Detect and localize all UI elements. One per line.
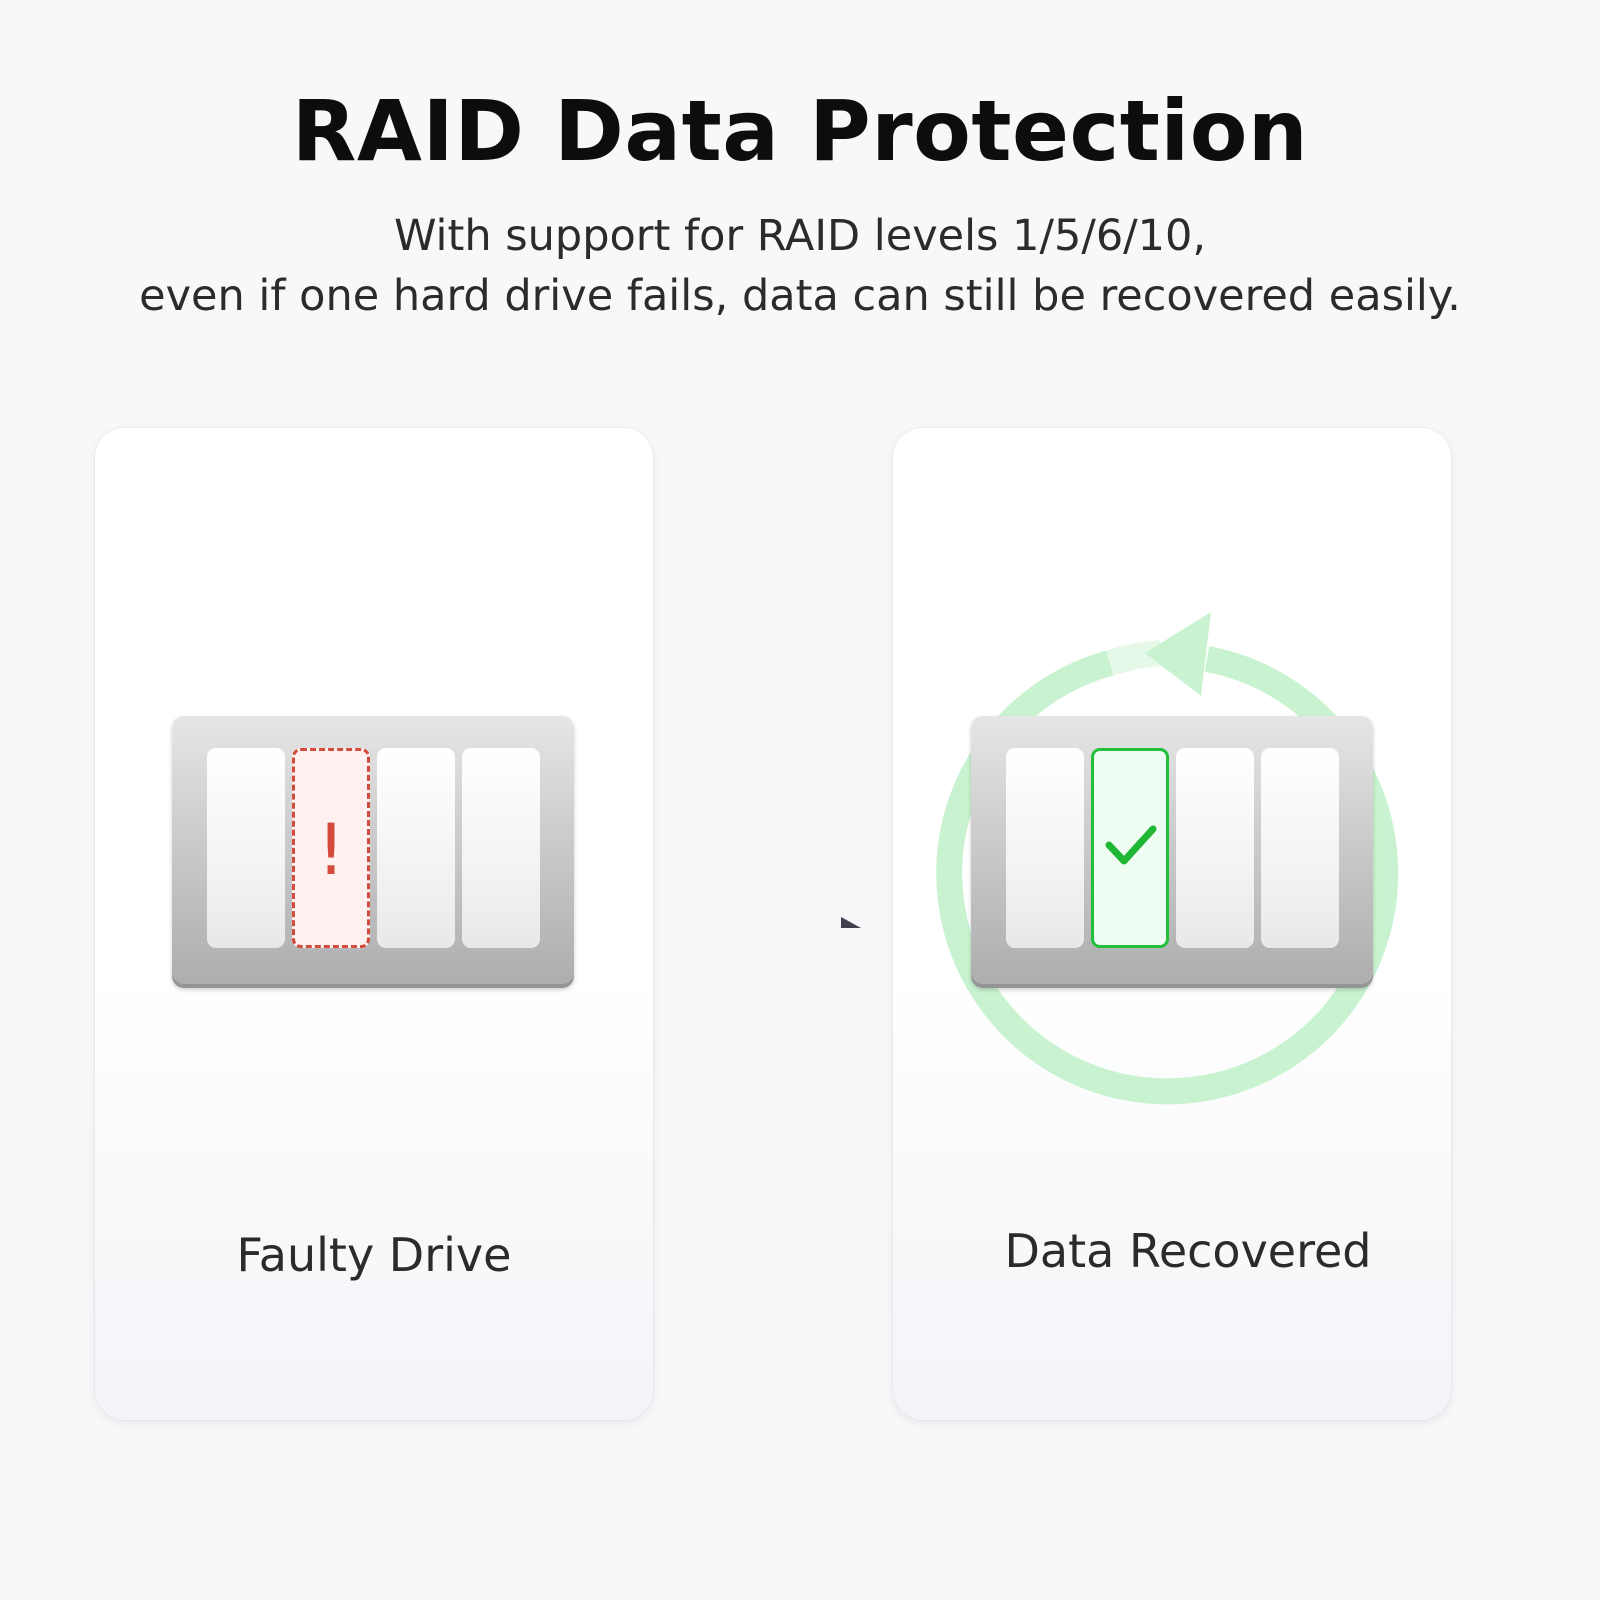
drive-slot-4 (1261, 748, 1339, 948)
page-title: RAID Data Protection (291, 82, 1309, 180)
faulty-drive-slot: ! (292, 748, 370, 948)
faulty-drive-card: ! Faulty Drive (95, 428, 653, 1420)
drive-bay-enclosure (971, 716, 1373, 988)
drive-bay-enclosure: ! (172, 716, 574, 988)
drive-slot-1 (207, 748, 285, 948)
drive-slot-1 (1006, 748, 1084, 948)
data-recovered-card: Data Recovered (893, 428, 1451, 1420)
checkmark-icon (1105, 825, 1157, 865)
exclamation-icon: ! (316, 809, 346, 891)
faulty-drive-label: Faulty Drive (236, 1228, 512, 1282)
page-subtitle: With support for RAID levels 1/5/6/10, e… (0, 206, 1600, 326)
drive-slot-4 (462, 748, 540, 948)
subtitle-line-1: With support for RAID levels 1/5/6/10, (393, 211, 1207, 261)
subtitle-line-2: even if one hard drive fails, data can s… (139, 271, 1461, 321)
drive-slot-3 (377, 748, 455, 948)
recovered-drive-slot (1091, 748, 1169, 948)
data-recovered-label: Data Recovered (1004, 1224, 1372, 1278)
drive-slot-3 (1176, 748, 1254, 948)
dashed-arrow-icon (685, 917, 861, 930)
